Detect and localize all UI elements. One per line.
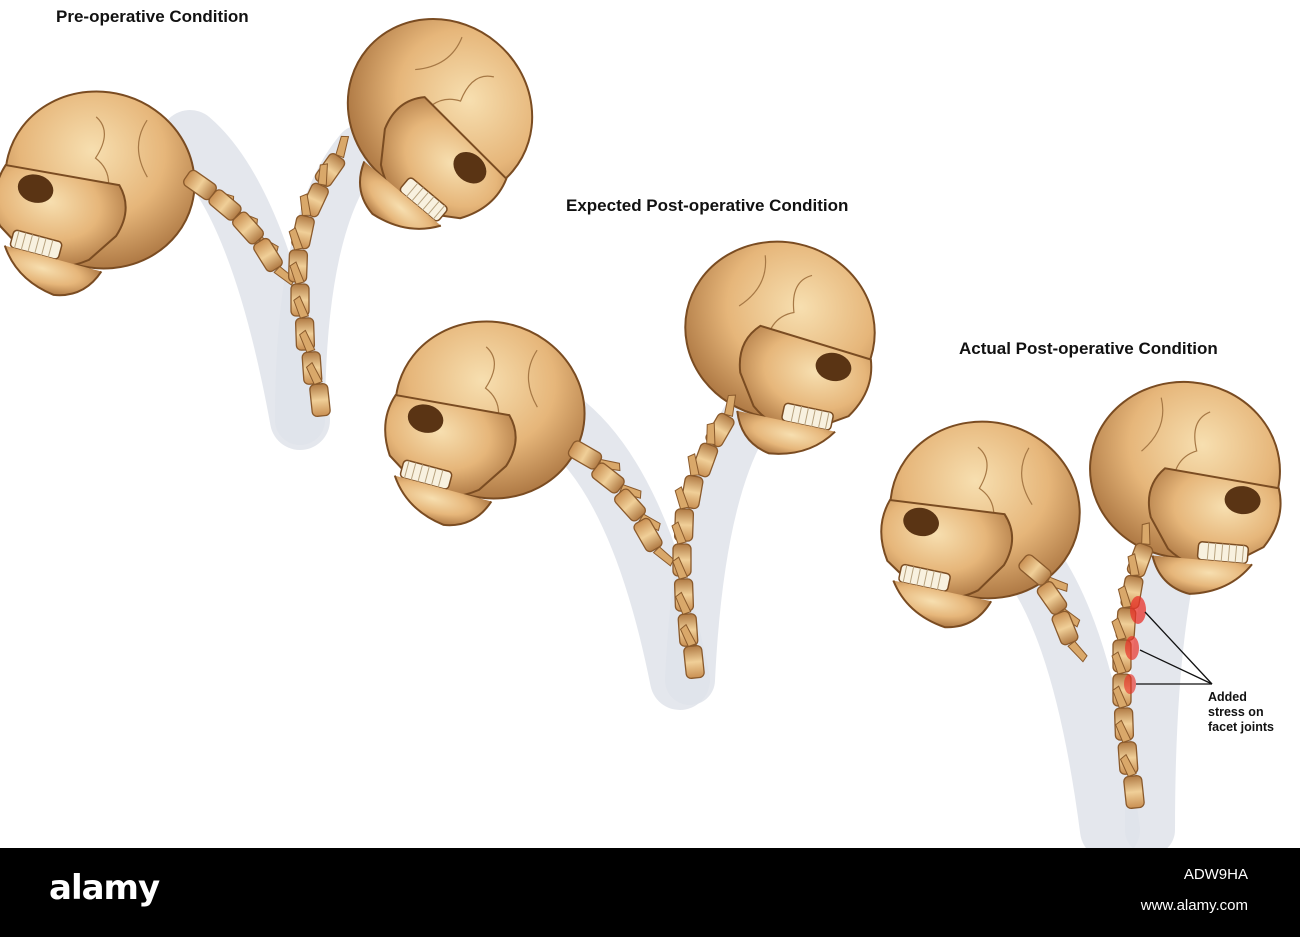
actual-post-operative-title: Actual Post-operative Condition	[959, 339, 1218, 358]
expected-post-operative-figure	[362, 223, 896, 710]
actual-post-operative-figure	[862, 373, 1292, 848]
skull-icon	[660, 223, 896, 472]
pre-operative-figure	[0, 0, 573, 450]
illustration-canvas	[0, 0, 1292, 848]
watermark-footer	[0, 848, 1300, 937]
expected-post-operative-title: Expected Post-operative Condition	[566, 196, 849, 215]
annotation-line: stress on	[1208, 705, 1264, 719]
stress-highlight-icon	[1124, 596, 1146, 694]
annotation-line: Added	[1208, 690, 1247, 704]
image-code: ADW9HA	[1183, 866, 1248, 883]
pre-operative-title: Pre-operative Condition	[56, 7, 249, 26]
stress-annotation: Added stress on facet joints	[1208, 690, 1298, 735]
website-link: www.alamy.com	[1140, 897, 1248, 914]
annotation-line: facet joints	[1208, 720, 1274, 734]
brand-logo: alamy	[49, 868, 160, 908]
skull-icon	[0, 68, 216, 325]
callout-lines	[1136, 611, 1213, 685]
skull-icon	[362, 298, 606, 555]
skull-icon	[1078, 373, 1292, 603]
